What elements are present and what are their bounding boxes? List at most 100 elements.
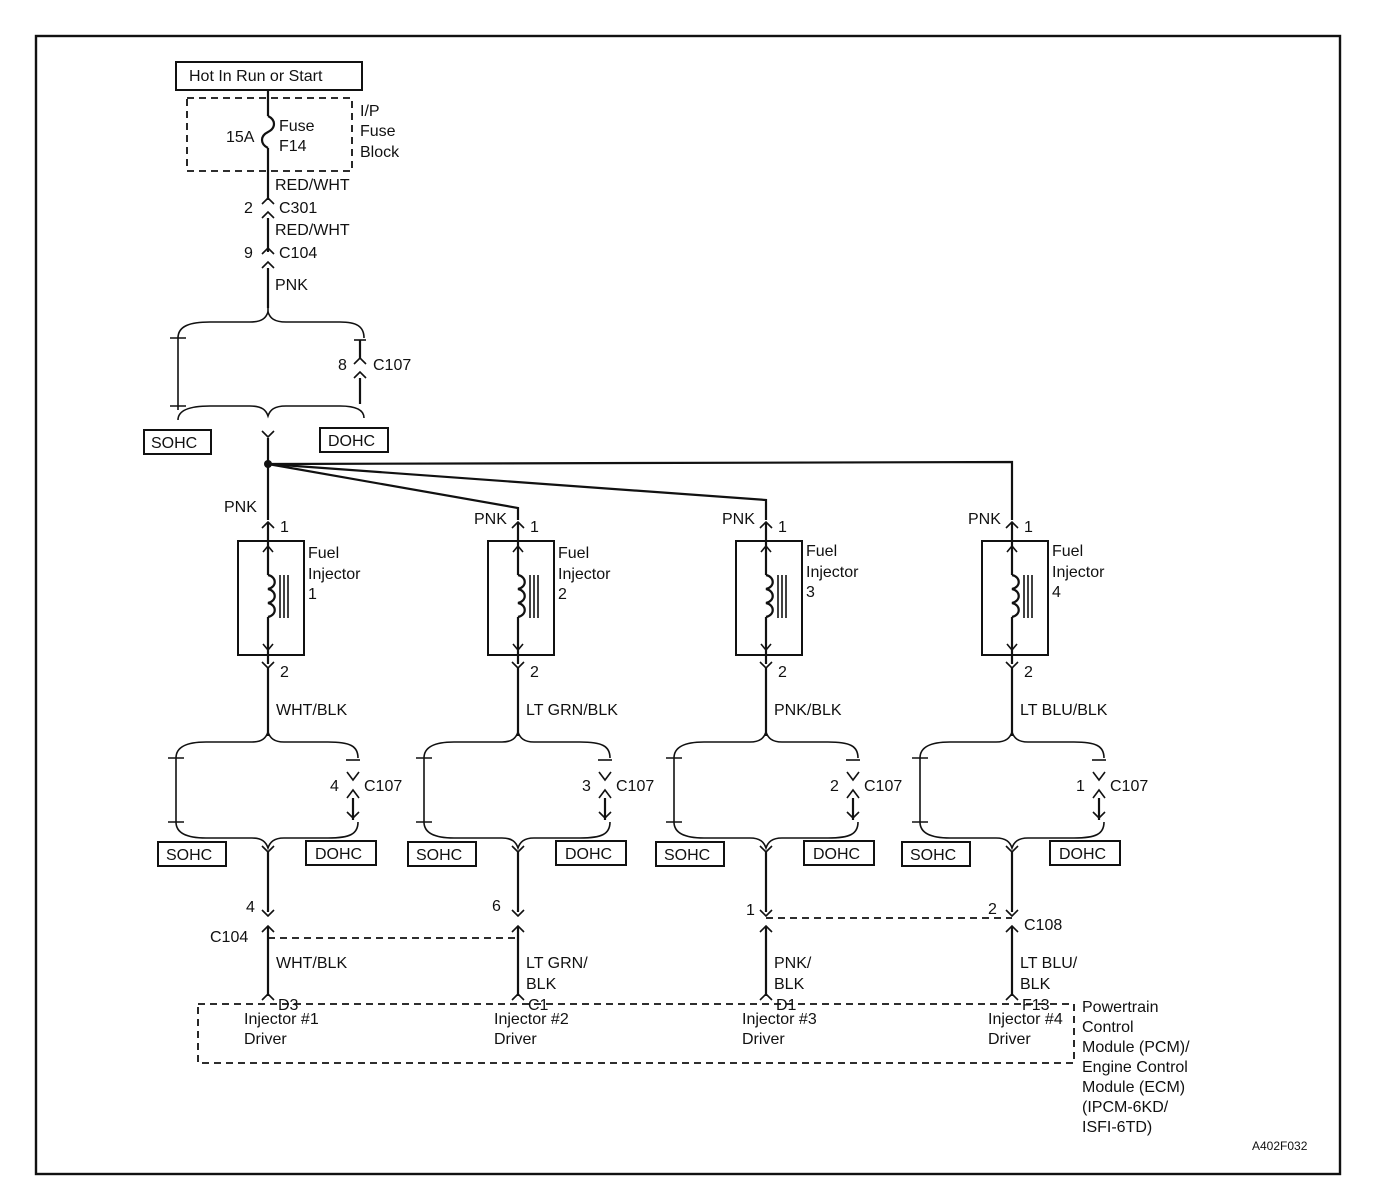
c104-label: C104 [279,245,317,262]
pcm-label-line-6: (IPCM-6KD/ [1082,1099,1169,1116]
injector-feed-wire-color: PNK [474,511,507,528]
pcm-wire-color-2: BLK [774,976,805,993]
injector-title: Fuel [806,543,837,560]
injector-type: Injector [558,566,611,583]
injector-pin-1: 1 [1024,519,1033,536]
feed-dohc-box [319,427,389,453]
injector-output-wire-color: PNK/BLK [774,702,842,719]
pcm-label-line-3: Module (PCM)/ [1082,1039,1190,1056]
feed-sohc-box [143,429,212,455]
pcm-label-line-2: Control [1082,1019,1134,1036]
pcm-driver-label-2: Driver [742,1031,785,1048]
pcm-wire-color: WHT/BLK [276,955,347,972]
injector-number: 1 [308,586,317,603]
injector-c107-pin: 3 [582,778,591,795]
pcm-pin: C1 [528,997,549,1014]
fuse-amperage: 15A [226,129,255,146]
injector-dohc-label: DOHC [565,846,612,863]
pcm-pin: D3 [278,997,299,1014]
harness-connector-pin: 6 [492,898,501,915]
harness-connector-label: C104 [210,929,248,946]
injector-feed-wire-color: PNK [224,499,257,516]
fuel-injector-box [981,540,1049,656]
injector-pin-2: 2 [778,664,787,681]
injector-dohc-box [803,840,875,866]
injector-c107-label: C107 [1110,778,1148,795]
injector-pin-1: 1 [530,519,539,536]
injector-output-wire-color: LT GRN/BLK [526,702,618,719]
injector-sohc-label: SOHC [416,847,462,864]
pcm-label-line-1: Powertrain [1082,999,1158,1016]
injector-pin-1: 1 [778,519,787,536]
injector-dohc-label: DOHC [1059,846,1106,863]
injector-c107-label: C107 [616,778,654,795]
injector-pin-2: 2 [530,664,539,681]
injector-dohc-label: DOHC [315,846,362,863]
harness-connector-pin: 4 [246,899,255,916]
injector-c107-label: C107 [364,778,402,795]
fuse-label: Fuse [279,118,315,135]
injector-dohc-box [555,840,627,866]
injector-feed-wire-color: PNK [968,511,1001,528]
fuse-number: F14 [279,138,307,155]
fuel-injector-box [237,540,305,656]
injector-type: Injector [1052,564,1105,581]
harness-connector-pin: 2 [988,901,997,918]
pcm-module-label: Powertrain Control Module (PCM)/ Engine … [1082,999,1190,1136]
fuse-symbol [260,115,276,149]
injector-title: Fuel [558,545,589,562]
power-source-label: Hot In Run or Start [189,68,323,85]
injector-coil-symbol [765,573,774,619]
injector-type: Injector [806,564,859,581]
feed-wire-color-2: RED/WHT [275,222,350,239]
pcm-wire-color-2: BLK [526,976,557,993]
c104-pin: 9 [244,245,253,262]
feed-c107-label: C107 [373,357,411,374]
pcm-wire-color: LT BLU/ [1020,955,1078,972]
pcm-driver-label-2: Driver [988,1031,1031,1048]
fuse-block-label-1: I/P [360,103,380,120]
fuse-block-outline [186,97,353,172]
c301-pin: 2 [244,200,253,217]
injector-c107-pin: 1 [1076,778,1085,795]
injector-title: Fuel [1052,543,1083,560]
feed-engine-option-brace [170,308,367,421]
pcm-pin: F13 [1022,997,1050,1014]
feed-wire-color-1: RED/WHT [275,177,350,194]
figure-id: A402F032 [1252,1139,1308,1153]
injector-pin-2: 2 [280,664,289,681]
injector-output-wire-color: LT BLU/BLK [1020,702,1108,719]
feed-c107-pin: 8 [338,357,347,374]
feed-sohc-label: SOHC [151,435,197,452]
harness-connector-pin: 1 [746,902,755,919]
injector-coil-symbol [267,573,276,619]
injector-pin-1: 1 [280,519,289,536]
injector-sohc-box [407,841,477,867]
injector-dohc-label: DOHC [813,846,860,863]
c301-label: C301 [279,200,317,217]
injector-coil-symbol [1011,573,1020,619]
injector-sohc-box [901,841,971,867]
pcm-label-line-5: Module (ECM) [1082,1079,1185,1096]
pcm-driver-label-2: Driver [494,1031,537,1048]
injector-number: 4 [1052,584,1061,601]
fuel-injector-box [487,540,555,656]
injector-title: Fuel [308,545,339,562]
injector-number: 2 [558,586,567,603]
injector-number: 3 [806,584,815,601]
pcm-label-line-4: Engine Control [1082,1059,1188,1076]
injector-sohc-label: SOHC [664,847,710,864]
injector-c107-label: C107 [864,778,902,795]
pcm-driver-label: Injector #1 [244,1011,319,1028]
pcm-wire-color-2: BLK [1020,976,1051,993]
injector-sohc-label: SOHC [910,847,956,864]
injector-pin-2: 2 [1024,664,1033,681]
fuel-injector-box [735,540,803,656]
injector-sohc-box [157,841,227,867]
feed-wire-color-3: PNK [275,277,308,294]
pcm-label-line-7: ISFI-6TD) [1082,1119,1152,1136]
injector-c107-pin: 4 [330,778,339,795]
